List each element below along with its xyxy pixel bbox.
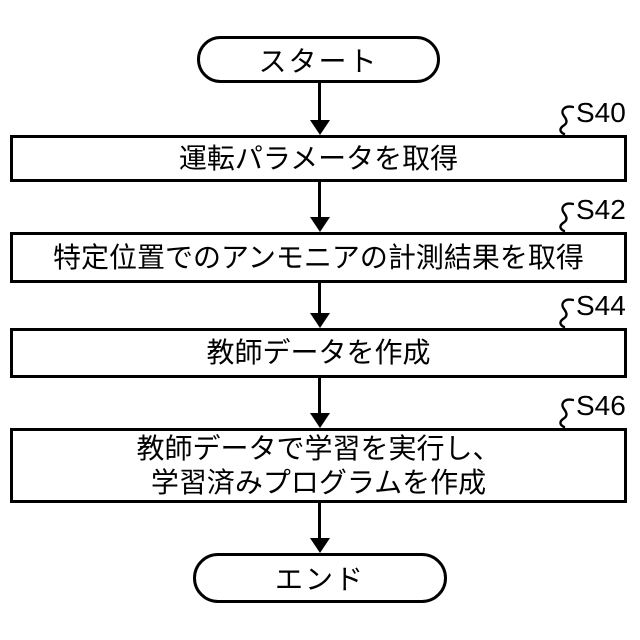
process-box-s46: 教師データで学習を実行し、 学習済みプログラムを作成 — [10, 428, 627, 503]
process-box-label: 特定位置でのアンモニアの計測結果を取得 — [53, 241, 584, 273]
arrow-down-connector — [318, 503, 321, 540]
step-ref-label: S46 — [576, 390, 626, 421]
process-box-s40: 運転パラメータを取得 — [10, 135, 627, 182]
arrow-down-connector — [318, 83, 321, 122]
arrow-head-icon — [310, 538, 330, 553]
process-box-label: 運転パラメータを取得 — [178, 142, 459, 174]
arrow-head-icon — [310, 120, 330, 135]
arrow-down-connector — [318, 378, 321, 415]
reference-leader-squiggle — [559, 398, 574, 428]
process-box-s44: 教師データを作成 — [10, 328, 627, 378]
reference-leader-squiggle — [559, 105, 574, 135]
arrow-head-icon — [310, 313, 330, 328]
arrow-down-connector — [318, 182, 321, 219]
arrow-head-icon — [310, 413, 330, 428]
step-ref-label: S40 — [576, 97, 626, 128]
reference-leader-squiggle — [559, 202, 574, 232]
arrow-down-connector — [318, 283, 321, 315]
process-box-label: 教師データを作成 — [206, 337, 431, 368]
step-ref-label: S42 — [576, 194, 626, 225]
end-terminal: エンド — [193, 553, 447, 603]
process-box-label: 教師データで学習を実行し、 学習済みプログラムを作成 — [136, 432, 501, 498]
process-box-s42: 特定位置でのアンモニアの計測結果を取得 — [10, 232, 627, 283]
start-terminal-label: スタート — [258, 45, 379, 77]
start-terminal: スタート — [197, 36, 440, 83]
reference-leader-squiggle — [559, 298, 574, 328]
end-terminal-label: エンド — [274, 564, 365, 595]
step-ref-label: S44 — [576, 290, 626, 321]
arrow-head-icon — [310, 217, 330, 232]
